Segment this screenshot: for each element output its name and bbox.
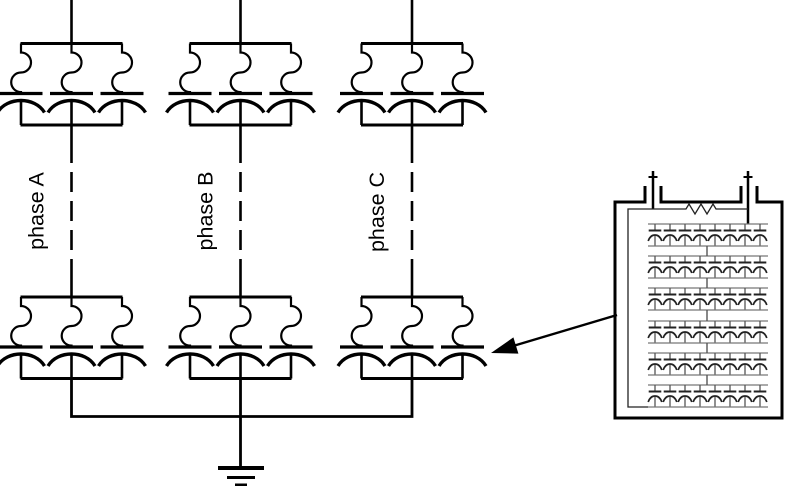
phase-a-circuit: phase A <box>0 0 146 379</box>
phase-b-lower-capacitor-bank <box>167 297 315 379</box>
internal-left-rail <box>627 208 653 408</box>
element-row-3 <box>648 288 768 310</box>
callout-arrow <box>491 313 618 354</box>
element-row-5 <box>648 353 768 375</box>
phase-c-circuit: phase C <box>338 0 486 379</box>
ground-symbol <box>218 466 264 486</box>
callout-arrow-line <box>512 313 618 348</box>
phase-b-circuit: phase B <box>167 0 315 379</box>
phase-a-lower-capacitor-bank <box>0 297 146 379</box>
phase-b-upper-capacitor-bank <box>167 44 315 126</box>
bushing-terminal-right <box>743 171 753 224</box>
bushing-terminal-left <box>648 171 658 209</box>
phase-b-label: phase B <box>194 172 218 251</box>
phase-a-label: phase A <box>25 171 49 249</box>
element-row-2 <box>648 256 768 278</box>
discharge-resistor <box>653 202 748 216</box>
phase-a-upper-capacitor-bank <box>0 44 146 126</box>
element-row-6 <box>648 385 768 407</box>
phase-c-lower-capacitor-bank <box>338 297 486 379</box>
phase-c-upper-capacitor-bank <box>338 44 486 126</box>
phase-c-label: phase C <box>365 172 389 252</box>
element-row-1 <box>648 224 768 246</box>
unit-tank-outline <box>613 186 784 420</box>
callout-arrowhead-icon <box>491 337 519 354</box>
capacitor-unit-detail <box>613 171 784 420</box>
neutral-bus <box>70 379 414 486</box>
element-row-4 <box>648 321 768 343</box>
